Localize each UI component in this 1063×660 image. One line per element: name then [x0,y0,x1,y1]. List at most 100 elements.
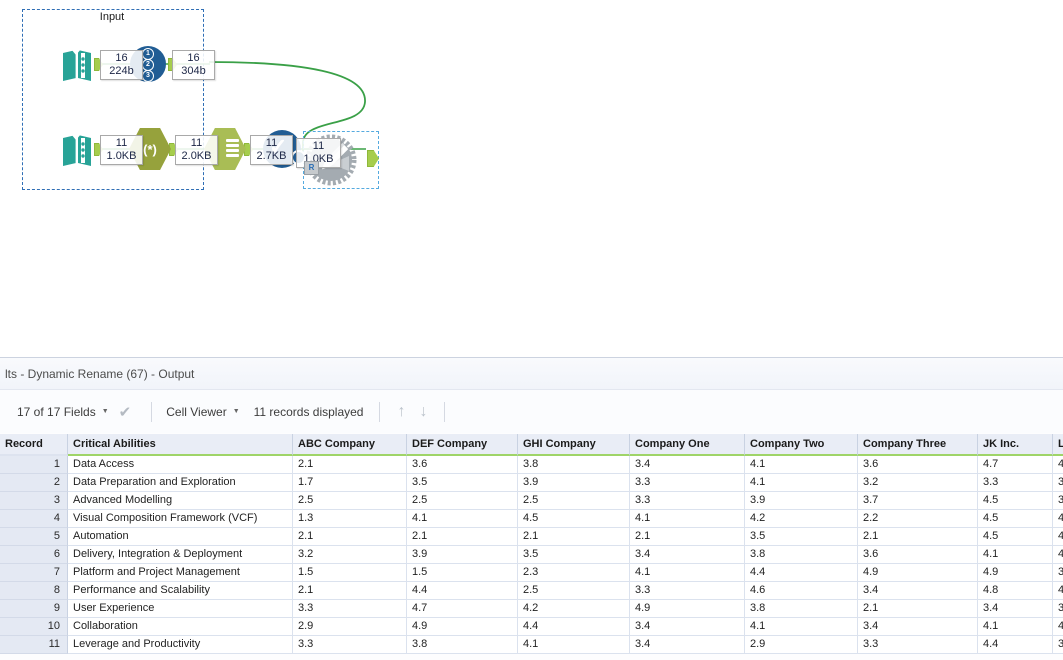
data-cell[interactable]: User Experience [68,600,293,618]
data-cell[interactable]: 3.2 [293,546,407,564]
data-cell[interactable]: 2.1 [407,528,518,546]
record-number-cell[interactable]: 5 [0,528,68,546]
input-data-tool[interactable] [60,47,94,86]
column-header[interactable]: Company Three [858,434,978,456]
record-number-cell[interactable]: 11 [0,636,68,654]
data-cell[interactable]: 3.4 [630,636,745,654]
data-cell[interactable]: 4.1 [630,564,745,582]
data-cell[interactable]: 4.5 [518,510,630,528]
data-cell[interactable]: 4.1 [407,510,518,528]
column-header[interactable]: Critical Abilities [68,434,293,456]
data-cell[interactable]: 1.5 [407,564,518,582]
data-cell[interactable]: 3.8 [745,546,858,564]
data-cell[interactable]: 3.8 [518,456,630,474]
data-cell[interactable]: 2.9 [293,618,407,636]
data-cell[interactable]: 3 [1053,492,1063,510]
data-cell[interactable]: 3.3 [978,474,1053,492]
data-cell[interactable]: 3.8 [407,636,518,654]
record-number-cell[interactable]: 4 [0,510,68,528]
data-cell[interactable]: 3.3 [293,636,407,654]
data-cell[interactable]: 3.3 [630,492,745,510]
data-cell[interactable]: 2.1 [858,600,978,618]
table-row[interactable]: 6Delivery, Integration & Deployment3.2 3.… [0,546,1063,564]
workflow-canvas[interactable]: Input 1 2 3 16 [0,0,1063,357]
data-cell[interactable]: 1.7 [293,474,407,492]
data-cell[interactable]: Visual Composition Framework (VCF) [68,510,293,528]
record-number-cell[interactable]: 10 [0,618,68,636]
column-header[interactable]: Company One [630,434,745,456]
data-cell[interactable]: 3.6 [858,546,978,564]
table-row[interactable]: 3Advanced Modelling2.52.52.53.33.93.74.5… [0,492,1063,510]
table-row[interactable]: 5Automation2.12.12.12.13.52.14.54 [0,528,1063,546]
data-cell[interactable]: Delivery, Integration & Deployment [68,546,293,564]
data-cell[interactable]: 4.5 [978,528,1053,546]
r-input-anchor[interactable]: R [304,161,319,175]
data-cell[interactable]: 4.1 [630,510,745,528]
data-cell[interactable]: 3.3 [293,600,407,618]
data-cell[interactable]: 3 [1053,474,1063,492]
data-cell[interactable]: 4.6 [745,582,858,600]
column-header[interactable]: L [1053,434,1063,456]
data-cell[interactable]: 4.9 [978,564,1053,582]
data-cell[interactable]: 2.1 [630,528,745,546]
data-cell[interactable]: 4 [1053,582,1063,600]
record-number-cell[interactable]: 8 [0,582,68,600]
tool-annotation[interactable]: 11 1.0KB [100,135,143,165]
data-cell[interactable]: 4.9 [858,564,978,582]
apply-check-icon[interactable]: ✔ [119,403,132,421]
column-header[interactable]: DEF Company [407,434,518,456]
record-number-cell[interactable]: 2 [0,474,68,492]
data-cell[interactable]: 4.5 [978,492,1053,510]
arrow-down-icon[interactable]: ↓ [419,403,427,421]
tool-annotation[interactable]: 16 224b [100,50,143,80]
data-cell[interactable]: 2.1 [858,528,978,546]
data-cell[interactable]: 3.4 [858,582,978,600]
data-cell[interactable]: 2.1 [518,528,630,546]
data-cell[interactable]: 4 [1053,510,1063,528]
data-cell[interactable]: 3.5 [407,474,518,492]
data-cell[interactable]: 4 [1053,456,1063,474]
data-cell[interactable]: 3.3 [630,582,745,600]
record-number-cell[interactable]: 6 [0,546,68,564]
data-cell[interactable]: 4.1 [518,636,630,654]
table-row[interactable]: 4Visual Composition Framework (VCF)1.34.… [0,510,1063,528]
data-cell[interactable]: 4 [1053,546,1063,564]
table-row[interactable]: 11Leverage and Productivity3.33.84.13.42… [0,636,1063,654]
column-header[interactable]: GHI Company [518,434,630,456]
table-row[interactable]: 10Collaboration2.94.94.43.44.13.44.14 [0,618,1063,636]
column-header[interactable]: ABC Company [293,434,407,456]
data-cell[interactable]: 3.2 [858,474,978,492]
table-row[interactable]: 1Data Access2.13.63.83.44.13.64.74 [0,456,1063,474]
data-cell[interactable]: 3.6 [858,456,978,474]
data-cell[interactable]: Platform and Project Management [68,564,293,582]
data-cell[interactable]: 3.7 [858,492,978,510]
tool-annotation[interactable]: 16 304b [172,50,215,80]
data-cell[interactable]: 4.7 [407,600,518,618]
data-cell[interactable]: 3.4 [630,546,745,564]
data-cell[interactable]: 4 [1053,528,1063,546]
data-cell[interactable]: 3.5 [518,546,630,564]
record-number-cell[interactable]: 3 [0,492,68,510]
data-cell[interactable]: 3.9 [518,474,630,492]
data-cell[interactable]: Collaboration [68,618,293,636]
data-cell[interactable]: 3.6 [407,456,518,474]
tool-annotation[interactable]: 11 2.7KB [250,135,293,165]
data-cell[interactable]: Automation [68,528,293,546]
data-cell[interactable]: 2.5 [518,582,630,600]
data-cell[interactable]: 2.9 [745,636,858,654]
record-number-cell[interactable]: 9 [0,600,68,618]
data-cell[interactable]: 3.3 [858,636,978,654]
data-cell[interactable]: 3.4 [630,456,745,474]
arrow-up-icon[interactable]: ↑ [397,403,405,421]
record-number-cell[interactable]: 1 [0,456,68,474]
data-cell[interactable]: 4 [1053,618,1063,636]
data-cell[interactable]: 4.7 [978,456,1053,474]
data-cell[interactable]: 2.5 [293,492,407,510]
data-cell[interactable]: 4.9 [630,600,745,618]
column-header[interactable]: JK Inc. [978,434,1053,456]
data-cell[interactable]: 2.1 [293,528,407,546]
data-cell[interactable]: Data Preparation and Exploration [68,474,293,492]
data-cell[interactable]: 2.1 [293,582,407,600]
data-cell[interactable]: 2.3 [518,564,630,582]
data-cell[interactable]: 3.9 [745,492,858,510]
